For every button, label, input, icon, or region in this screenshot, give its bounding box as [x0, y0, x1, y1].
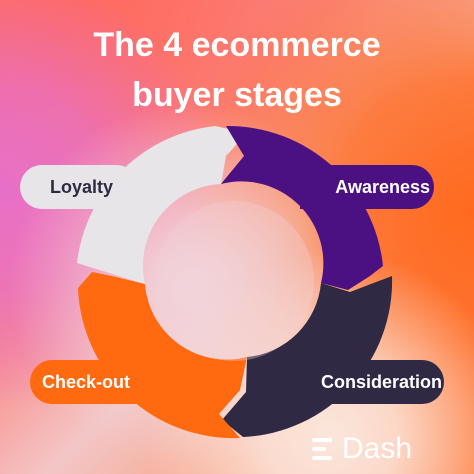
- segment-loyalty: [77, 126, 247, 284]
- page-title: The 4 ecommerce buyer stages: [0, 20, 474, 120]
- segment-checkout: [78, 272, 247, 439]
- stage-label-checkout-text: Check-out: [42, 371, 131, 392]
- stage-label-consideration-text: Consideration: [320, 371, 442, 392]
- dash-logo: Dash: [312, 432, 412, 466]
- brand-name: Dash: [342, 432, 413, 465]
- stage-label-loyalty-text: Loyalty: [50, 176, 114, 197]
- stage-label-awareness: Awareness: [300, 165, 434, 209]
- title-line-1: The 4 ecommerce: [93, 26, 381, 64]
- stage-label-awareness-text: Awareness: [335, 176, 430, 197]
- stage-label-checkout: Check-out: [30, 360, 158, 404]
- title-line-2: buyer stages: [132, 76, 342, 114]
- segment-consideration: [222, 276, 393, 437]
- stage-label-loyalty: Loyalty: [20, 165, 138, 209]
- dash-logo-icon: [312, 438, 332, 460]
- ring-center: [154, 201, 314, 361]
- stage-label-consideration: Consideration: [296, 360, 444, 404]
